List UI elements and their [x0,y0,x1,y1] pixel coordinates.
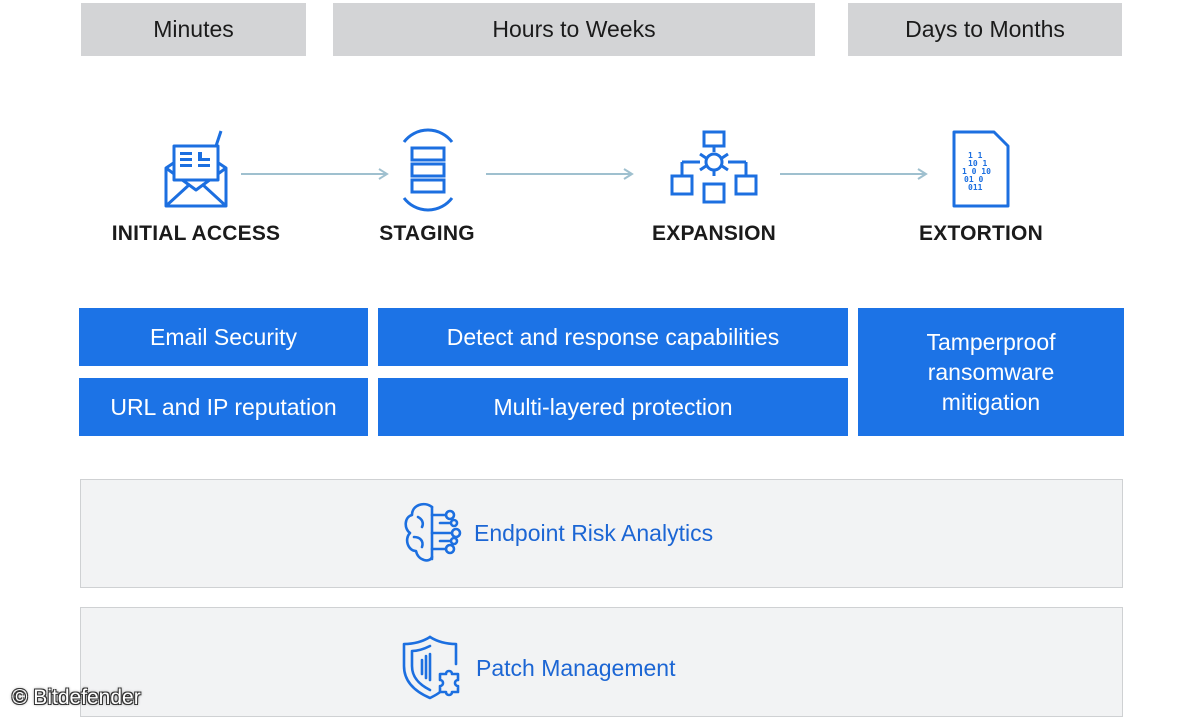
stage-label-staging: STAGING [379,222,475,245]
phase-minutes: Minutes [81,3,306,56]
band-endpoint-risk-analytics [80,479,1123,588]
protection-email-security: Email Security [79,308,368,366]
network-bug-icon [670,130,758,204]
binary-file-icon: 1 1 10 1 1 0 10 01 0 011 [952,130,1010,208]
protection-multi-layered: Multi-layered protection [378,378,848,436]
protection-tamperproof: Tamperproof ransomware mitigation [858,308,1124,436]
band-label: Patch Management [476,654,676,681]
protection-label: Detect and response capabilities [446,324,780,350]
phase-days-to-months: Days to Months [848,3,1122,56]
stage-label-extortion: EXTORTION [919,222,1043,245]
band-content-patch-management: Patch Management [400,635,675,701]
band-patch-management [80,607,1123,717]
phase-label: Minutes [153,16,234,42]
protection-url-ip-reputation: URL and IP reputation [79,378,368,436]
phase-label: Days to Months [905,16,1065,42]
protection-label: Tamperproof ransomware mitigation [926,329,1056,415]
flow-arrow [780,168,928,180]
svg-text:01 0: 01 0 [964,175,983,184]
protection-detect-response: Detect and response capabilities [378,308,848,366]
stage-label-initial-access: INITIAL ACCESS [111,222,281,245]
database-stack-icon [402,128,454,212]
svg-text:1 0 10: 1 0 10 [962,167,991,176]
envelope-icon [164,130,228,208]
flow-arrow [486,168,634,180]
stage-label-expansion: EXPANSION [652,222,776,245]
svg-text:1 1: 1 1 [968,151,983,160]
copyright-credit: © Bitdefender [12,686,141,709]
band-label: Endpoint Risk Analytics [474,519,714,546]
protection-label: Multi-layered protection [493,394,733,420]
flow-arrow [241,168,389,180]
phase-label: Hours to Weeks [492,16,656,42]
band-content-risk-analytics: Endpoint Risk Analytics [402,500,713,566]
phase-hours-to-weeks: Hours to Weeks [333,3,815,56]
protection-label: Email Security [150,324,297,350]
protection-label: URL and IP reputation [110,394,337,420]
shield-puzzle-icon [402,635,460,700]
svg-text:011: 011 [968,183,983,192]
brain-circuit-icon [404,502,462,562]
svg-text:10 1: 10 1 [968,159,987,168]
